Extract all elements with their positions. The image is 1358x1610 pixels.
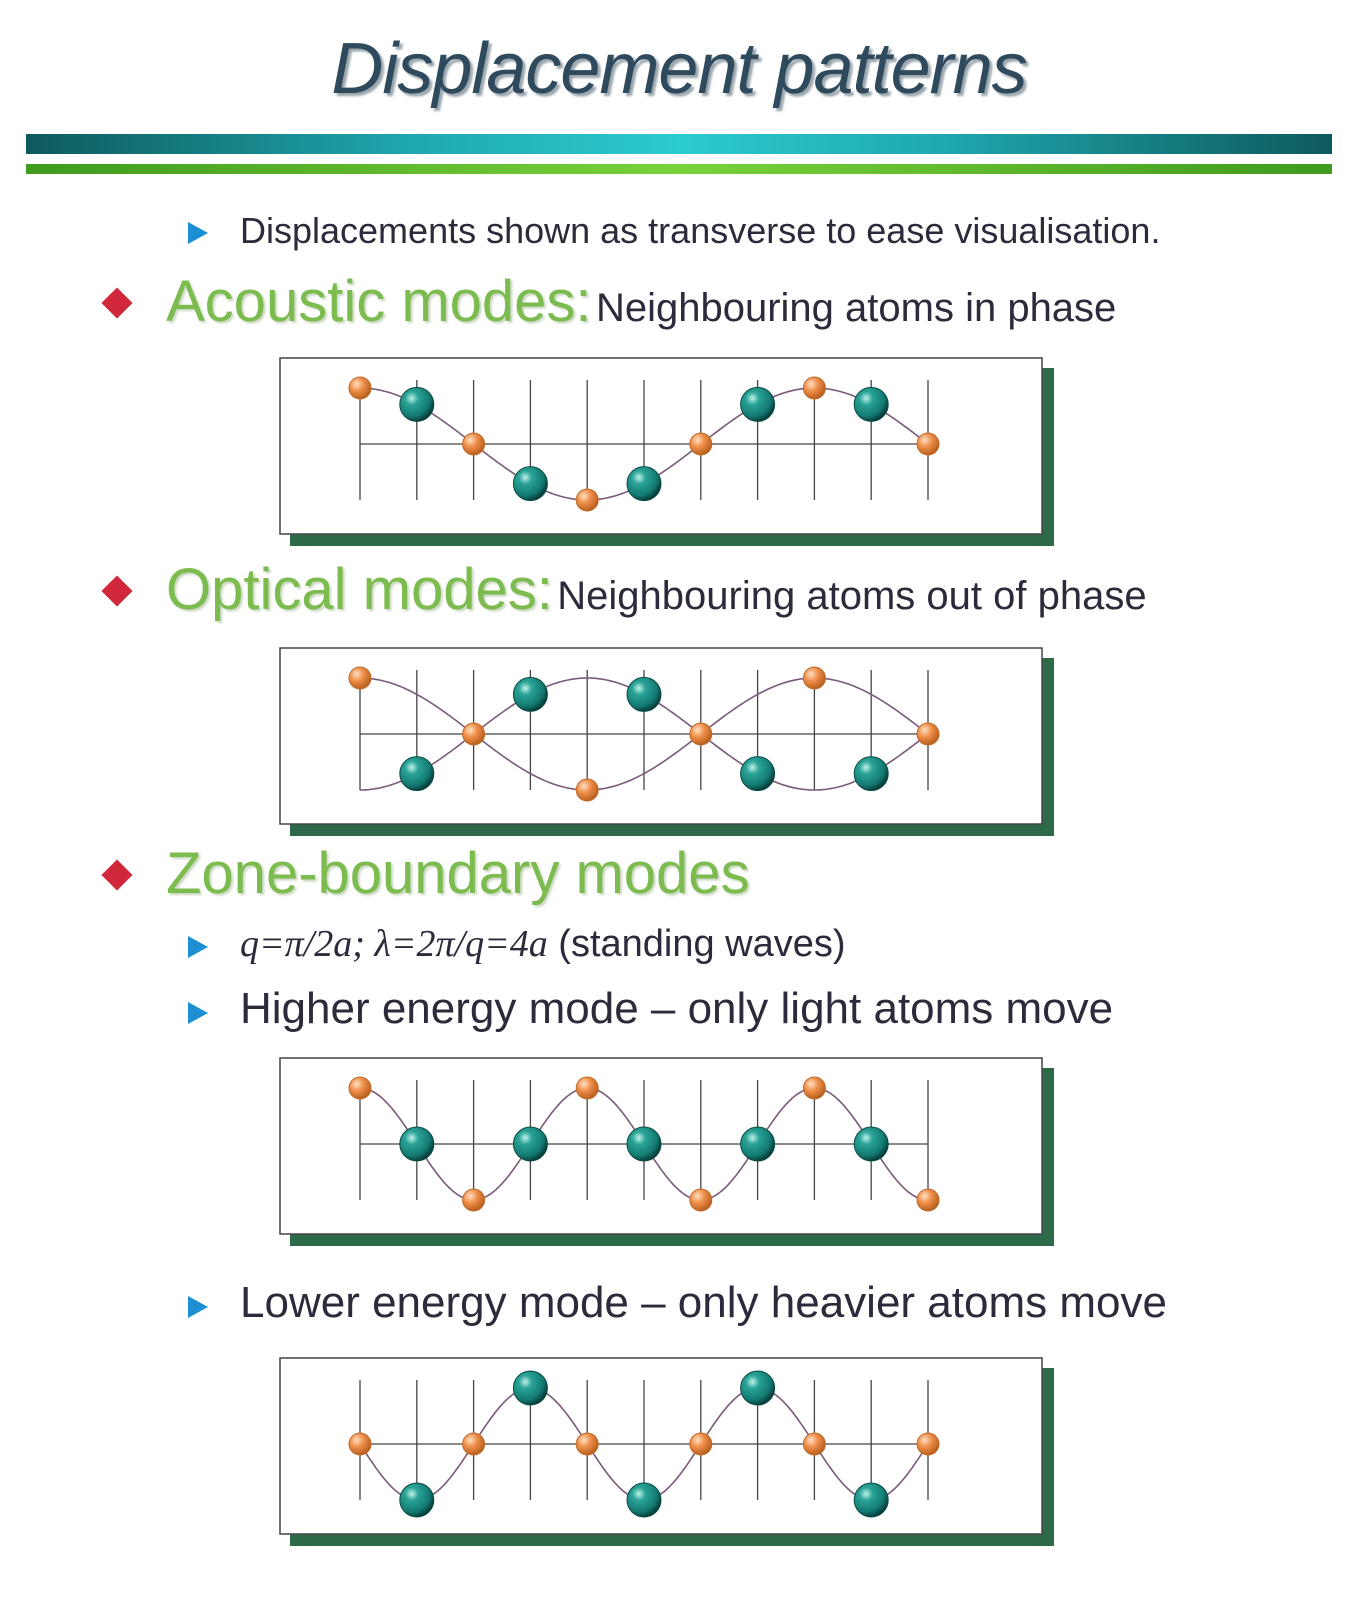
arrow-bullet-icon: [188, 222, 208, 244]
heavy-atom: [512, 676, 548, 712]
light-atom: [348, 376, 372, 400]
heavy-atom: [740, 1126, 776, 1162]
wavevector-formula: q=π/2a; λ=2π/q=4a: [240, 923, 548, 965]
optical-heading-label: Optical modes:: [166, 557, 553, 622]
light-atom: [689, 722, 713, 746]
light-atom: [462, 432, 486, 456]
heavy-atom: [853, 1126, 889, 1162]
light-atom: [575, 1076, 599, 1100]
heavy-atom: [399, 386, 435, 422]
heavy-atom: [626, 676, 662, 712]
title-band-teal: [26, 134, 1332, 154]
optical-diagram: [279, 647, 1054, 836]
heavy-atom: [853, 756, 889, 792]
acoustic-description: Neighbouring atoms in phase: [595, 286, 1117, 330]
heavy-atom: [512, 1370, 548, 1406]
heavy-atom: [740, 756, 776, 792]
panel-frame: [279, 647, 1043, 825]
light-atom: [575, 1432, 599, 1456]
heavy-atom: [399, 1126, 435, 1162]
light-atom: [462, 1188, 486, 1212]
heavy-atom: [626, 1482, 662, 1518]
diamond-bullet-icon: [101, 859, 133, 891]
heavy-atom: [512, 466, 548, 502]
light-atom: [462, 722, 486, 746]
acoustic-heading: Acoustic modes: Neighbouring atoms in ph…: [166, 268, 1116, 335]
light-atom: [916, 1432, 940, 1456]
heavy-atom: [626, 1126, 662, 1162]
light-atom: [802, 666, 826, 690]
arrow-bullet-icon: [188, 936, 208, 958]
heavy-atom: [512, 1126, 548, 1162]
acoustic-diagram: [279, 357, 1054, 546]
acoustic-heading-label: Acoustic modes:: [166, 269, 592, 334]
heavy-atom: [740, 386, 776, 422]
heavy-atom: [626, 466, 662, 502]
arrow-bullet-icon: [188, 1296, 208, 1318]
light-atom: [575, 778, 599, 802]
higher-energy-diagram-svg: [279, 1057, 1054, 1246]
higher-energy-diagram: [279, 1057, 1054, 1246]
higher-energy-text: Higher energy mode – only light atoms mo…: [240, 984, 1114, 1033]
intro-text: Displacements shown as transverse to eas…: [240, 210, 1161, 251]
light-atom: [348, 1076, 372, 1100]
heavy-atom: [399, 1482, 435, 1518]
heavy-atom: [740, 1370, 776, 1406]
page-title: Displacement patterns: [331, 29, 1027, 109]
light-atom: [348, 666, 372, 690]
arrow-bullet-icon: [188, 1002, 208, 1024]
lower-energy-diagram-svg: [279, 1357, 1054, 1546]
lower-energy-text: Lower energy mode – only heavier atoms m…: [240, 1278, 1167, 1327]
light-atom: [689, 1188, 713, 1212]
optical-diagram-svg: [279, 647, 1054, 836]
light-atom: [916, 432, 940, 456]
standing-wave-line: q=π/2a; λ=2π/q=4a (standing waves): [240, 922, 846, 966]
displacement-wave: [360, 677, 929, 791]
heavy-atom: [853, 1482, 889, 1518]
heavy-atom: [853, 386, 889, 422]
lower-energy-diagram: [279, 1357, 1054, 1546]
light-atom: [689, 432, 713, 456]
light-atom: [802, 376, 826, 400]
title-band-green: [26, 164, 1332, 174]
standing-waves-note: (standing waves): [547, 923, 846, 965]
diamond-bullet-icon: [101, 575, 133, 607]
panel-frame: [279, 357, 1043, 535]
optical-description: Neighbouring atoms out of phase: [557, 574, 1147, 618]
light-atom: [689, 1432, 713, 1456]
acoustic-diagram-svg: [279, 357, 1054, 546]
light-atom: [916, 722, 940, 746]
zone-boundary-heading-label: Zone-boundary modes: [166, 841, 750, 906]
zone-boundary-heading: Zone-boundary modes: [166, 840, 750, 907]
light-atom: [916, 1188, 940, 1212]
light-atom: [348, 1432, 372, 1456]
light-atom: [802, 1432, 826, 1456]
diamond-bullet-icon: [101, 287, 133, 319]
optical-heading: Optical modes: Neighbouring atoms out of…: [166, 556, 1147, 623]
light-atom: [575, 488, 599, 512]
light-atom: [802, 1076, 826, 1100]
heavy-atom: [399, 756, 435, 792]
light-atom: [462, 1432, 486, 1456]
